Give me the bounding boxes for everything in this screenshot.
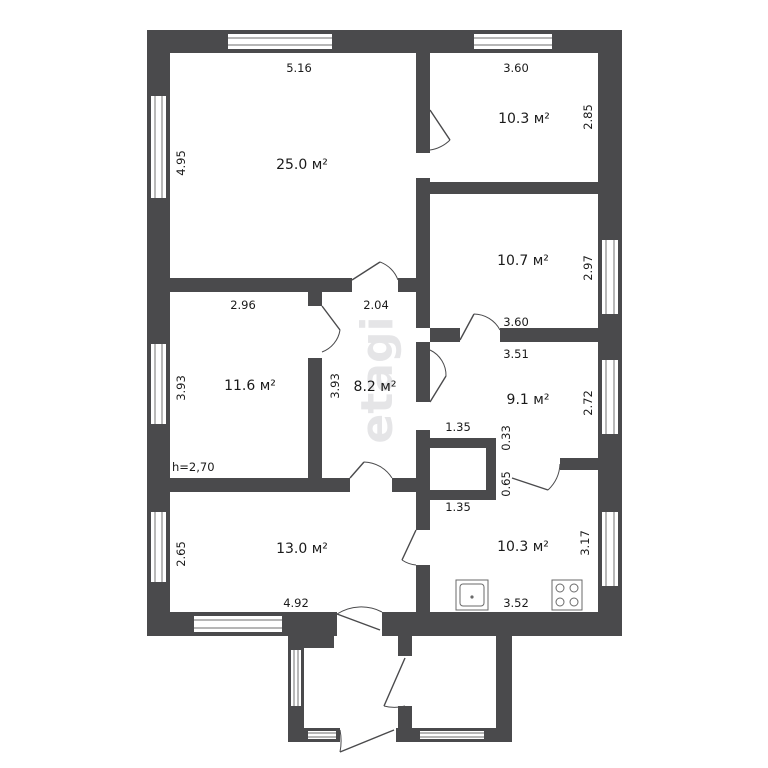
sink-icon [455,579,489,611]
watermark: etagi [352,316,403,443]
vestibule-walls [288,636,512,742]
door-left-mid-room [321,305,341,353]
dim-right-small-width: 3.51 [503,347,529,361]
window-vestibule-side [291,650,301,706]
dim-corridor-width: 2.04 [363,298,389,312]
door-vestibule-outer [339,729,395,753]
ceiling-height-label: h=2,70 [172,460,215,474]
window-left-top [151,96,166,198]
door-top-right-room [429,109,451,151]
room-area-right-mid: 10.7 м² [497,253,549,269]
dim-large-width: 5.16 [286,61,312,75]
dim-corridor-height: 3.93 [328,373,342,399]
door-small-room [511,463,561,491]
dim-bottom-left-height: 2.65 [174,541,188,567]
room-area-kitchen: 10.3 м² [497,539,549,555]
door-bottom-left-room [349,461,393,479]
door-entrance [336,606,383,631]
window-right-1 [602,240,618,314]
dim-top-right-height: 2.85 [581,104,595,130]
dim-left-mid-height: 3.93 [174,375,188,401]
dim-closet-bottom-width: 1.35 [445,500,471,514]
window-right-3 [602,512,618,586]
door-large-room [351,261,399,281]
door-vestibule-inner [383,657,406,708]
dim-right-mid-width: 3.60 [503,315,529,329]
dim-large-height: 4.95 [174,150,188,176]
window-vestibule-bottom-1 [308,731,336,739]
stove-icon [551,579,583,611]
window-vestibule-bottom-2 [420,731,484,739]
window-bottom-left [194,616,282,632]
room-area-corridor: 8.2 м² [354,379,397,395]
door-corridor-right [429,349,447,403]
window-top-left [228,34,332,49]
dim-right-mid-height: 2.97 [581,255,595,281]
room-area-bottom-left: 13.0 м² [276,541,328,557]
room-area-left-mid: 11.6 м² [224,378,276,394]
room-area-labels: 25.0 м² 10.3 м² 10.7 м² 11.6 м² 8.2 м² 9… [224,111,550,557]
dimension-labels: 5.16 4.95 3.60 2.85 2.97 3.60 2.96 3.93 … [172,61,595,610]
dim-kitchen-width: 3.52 [503,596,529,610]
dim-kitchen-height: 3.17 [578,530,592,556]
dim-left-mid-width: 2.96 [230,298,256,312]
dim-closet-top-width: 1.35 [445,420,471,434]
dim-closet-top-height: 0.33 [499,425,513,451]
window-top-right [474,34,552,49]
room-area-large: 25.0 м² [276,157,328,173]
windows [151,34,618,739]
door-right-mid-room [459,313,501,341]
dim-top-right-width: 3.60 [503,61,529,75]
room-area-top-right: 10.3 м² [498,111,550,127]
window-left-mid [151,344,166,424]
dim-bottom-left-width: 4.92 [283,596,309,610]
window-left-bottom [151,512,166,582]
dim-closet-bottom-height: 0.65 [499,471,513,497]
dim-right-small-height: 2.72 [581,390,595,416]
window-right-2 [602,360,618,434]
interior-walls [170,53,600,615]
room-area-right-small: 9.1 м² [507,392,550,408]
door-kitchen [401,529,417,566]
doors [321,109,561,753]
